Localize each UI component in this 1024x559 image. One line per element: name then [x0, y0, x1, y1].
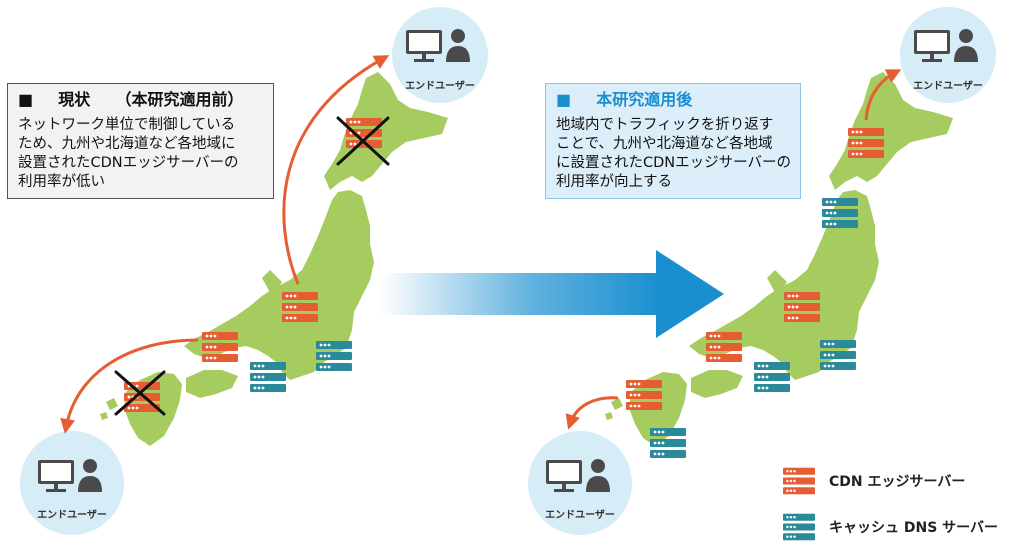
end-user-north-before: エンドユーザー — [392, 7, 488, 103]
dns-server-kyushu-after — [650, 428, 686, 458]
cdn-server-hokkaido-after — [848, 128, 884, 158]
legend-cdn: CDN エッジサーバー — [783, 466, 965, 496]
dns-server-tohoku-after — [822, 198, 858, 228]
after-body-line: 地域内でトラフィックを折り返す — [556, 117, 774, 133]
cdn-server-kyushu-after — [626, 380, 662, 410]
cdn-server-osaka-after — [706, 332, 742, 362]
end-user-south-after: エンドユーザー — [528, 431, 632, 535]
after-heading-marker: ■ — [556, 90, 572, 109]
before-body-line: ネットワーク単位で制御している — [18, 117, 236, 133]
after-heading-row: ■ 本研究適用後 — [556, 90, 790, 110]
cdn-server-tokyo — [282, 292, 318, 322]
end-user-south-before: エンドユーザー — [20, 431, 124, 535]
end-user-label: エンドユーザー — [37, 509, 107, 521]
cdn-server-osaka — [202, 332, 238, 362]
before-heading-row: ■ 現状 （本研究適用前） — [18, 90, 263, 110]
after-body-line: ことで、九州や北海道など各地域 — [556, 136, 773, 152]
after-body-line: に設置されたCDNエッジサーバーの — [556, 155, 791, 171]
cdn-server-tokyo-after — [784, 292, 820, 322]
before-body: ネットワーク単位で制御している ため、九州や北海道など各地域に 設置されたCDN… — [18, 116, 263, 192]
before-body-line: 利用率が低い — [18, 174, 105, 190]
legend-cdn-icon — [783, 467, 815, 495]
after-heading: 本研究適用後 — [596, 90, 693, 109]
legend-cdn-label: CDN エッジサーバー — [829, 474, 966, 490]
legend-dns-label: キャッシュ DNS サーバー — [829, 520, 999, 536]
dns-server-kansai — [250, 362, 286, 392]
legend-dns: キャッシュ DNS サーバー — [783, 512, 998, 542]
after-description-box: ■ 本研究適用後 地域内でトラフィックを折り返す ことで、九州や北海道など各地域… — [545, 83, 801, 199]
end-user-label: エンドユーザー — [913, 80, 983, 92]
legend-dns-icon — [783, 513, 815, 541]
dns-server-kanto — [316, 341, 352, 371]
before-description-box: ■ 現状 （本研究適用前） ネットワーク単位で制御している ため、九州や北海道な… — [7, 83, 274, 199]
before-heading: 現状 — [58, 90, 91, 109]
before-body-line: ため、九州や北海道など各地域に — [18, 136, 236, 152]
end-user-label: エンドユーザー — [545, 509, 615, 521]
dns-server-kansai-after — [754, 362, 790, 392]
dns-server-kanto-after — [820, 340, 856, 370]
traffic-arrow-to-north-user — [282, 55, 390, 285]
traffic-arrow-local-north — [864, 69, 902, 121]
end-user-north-after: エンドユーザー — [900, 7, 996, 103]
before-heading-marker: ■ — [18, 90, 34, 109]
cross-mark-kyushu — [114, 370, 166, 416]
before-body-line: 設置されたCDNエッジサーバーの — [18, 155, 239, 171]
after-body: 地域内でトラフィックを折り返す ことで、九州や北海道など各地域 に設置されたCD… — [556, 116, 791, 192]
traffic-arrow-local-south — [565, 396, 619, 430]
traffic-arrow-to-south-user — [60, 338, 199, 434]
after-body-line: 利用率が向上する — [556, 174, 672, 190]
end-user-label: エンドユーザー — [405, 80, 475, 92]
flow-arrow — [380, 250, 724, 338]
before-heading-note: （本研究適用前） — [115, 90, 244, 109]
cross-mark-hokkaido — [336, 116, 390, 166]
